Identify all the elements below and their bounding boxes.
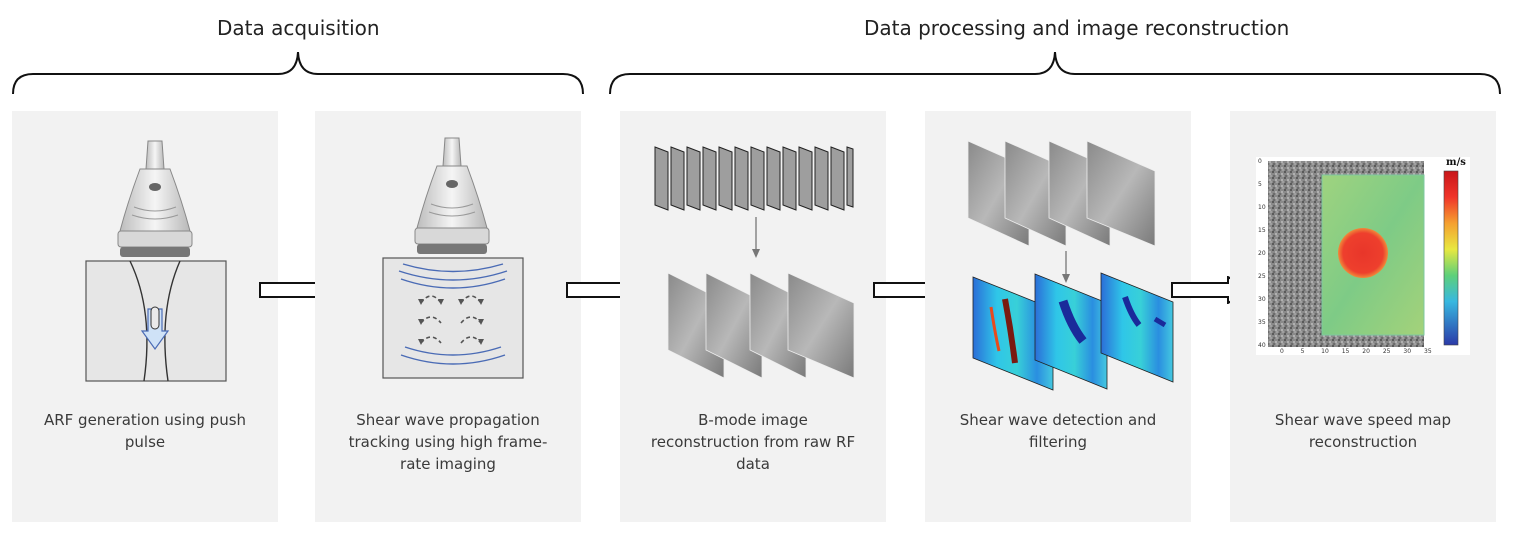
beam-focus — [129, 260, 181, 382]
step-caption: B-mode image reconstruction from raw RF … — [650, 411, 856, 473]
step-caption: ARF generation using push pulse — [43, 411, 247, 451]
x-tick-label: 35 — [1424, 348, 1432, 355]
y-tick-label: 10 — [1258, 204, 1266, 211]
wavefront-lines — [398, 263, 508, 365]
step-caption: Shear wave detection and filtering — [959, 411, 1157, 451]
x-tick-labels: 0 5 10 15 20 25 30 35 — [1280, 348, 1432, 355]
x-tick-label: 5 — [1301, 348, 1305, 355]
speed-colorbar — [1443, 170, 1459, 346]
bracket-acquisition — [12, 51, 584, 95]
step-caption: Shear wave speed map reconstruction — [1274, 411, 1452, 451]
y-tick-label: 25 — [1258, 273, 1266, 280]
push-pulse-arrow-icon — [140, 306, 170, 351]
ultrasound-probe-icon — [414, 137, 490, 254]
speed-unit-label: m/s — [1446, 157, 1466, 168]
step-panel-arf: ARF generation using push pulse — [12, 111, 278, 522]
x-tick-label: 15 — [1342, 348, 1350, 355]
wave-propagation-illustration — [382, 137, 524, 379]
group-title-processing: Data processing and image reconstruction — [864, 16, 1290, 40]
filtered-shear-wave-maps — [972, 272, 1174, 391]
stiff-lesion — [1338, 228, 1388, 278]
tissue-block — [85, 260, 227, 382]
speed-map-illustration: m/s 0 5 10 15 20 25 30 35 40 0 5 10 15 20 25 30 35 — [1256, 157, 1470, 355]
tissue-block — [382, 257, 524, 379]
bmode-input-stack — [967, 140, 1156, 247]
y-tick-label: 35 — [1258, 319, 1266, 326]
raw-rf-frame-stack — [654, 146, 854, 211]
y-tick-label: 40 — [1258, 342, 1266, 349]
bracket-processing — [609, 51, 1501, 95]
y-tick-label: 30 — [1258, 296, 1266, 303]
y-tick-labels: 0 5 10 15 20 25 30 35 40 — [1258, 158, 1266, 349]
group-brackets — [12, 51, 1501, 95]
group-title-acquisition: Data acquisition — [217, 16, 380, 40]
bmode-image-stack — [667, 272, 855, 379]
bmode-frames-illustration — [654, 146, 855, 379]
x-tick-label: 10 — [1321, 348, 1329, 355]
x-tick-label: 25 — [1383, 348, 1391, 355]
step-panel-bmode: B-mode image reconstruction from raw RF … — [620, 111, 886, 522]
y-tick-label: 5 — [1258, 181, 1262, 188]
detection-frames-illustration — [967, 140, 1174, 391]
x-tick-label: 30 — [1403, 348, 1411, 355]
step-panel-speed-map: m/s 0 5 10 15 20 25 30 35 40 0 5 10 15 20 25 30 35 Shea… — [1230, 111, 1496, 522]
y-tick-label: 0 — [1258, 158, 1262, 165]
x-tick-label: 0 — [1280, 348, 1284, 355]
step-panel-detection: Shear wave detection and filtering — [925, 111, 1191, 522]
y-tick-label: 20 — [1258, 250, 1266, 257]
step-panel-tracking: Shear wave propagation tracking using hi… — [315, 111, 581, 522]
ultrasound-probe-icon — [117, 140, 193, 257]
y-tick-label: 15 — [1258, 227, 1266, 234]
x-tick-label: 20 — [1362, 348, 1370, 355]
push-pulse-illustration — [85, 140, 227, 382]
step-caption: Shear wave propagation tracking using hi… — [348, 411, 548, 473]
